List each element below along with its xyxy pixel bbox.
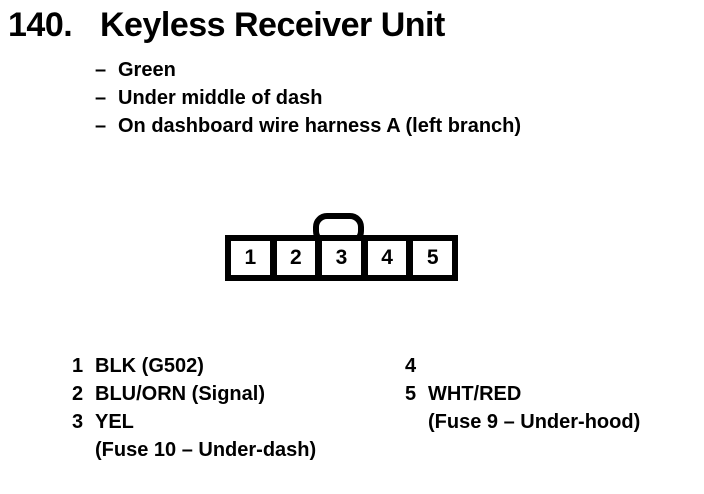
connector-pin-cell-5: 5 [413,241,452,275]
pin-row-3: 3 YEL [72,408,316,436]
dash-bullet: – [95,87,107,109]
detail-item-harness: – On dashboard wire harness A (left bran… [95,112,521,140]
pin-number: 2 [72,383,84,405]
pin-list-left: 1 BLK (G502) 2 BLU/ORN (Signal) 3 YEL (F… [72,352,316,464]
pin-row-4: 4 [405,352,640,380]
pin-label: BLK (G502) [95,355,204,377]
pin-number: 3 [72,411,84,433]
connector-pin-cell-1: 1 [231,241,270,275]
pin-number: 5 [405,383,417,405]
connector-pin-cell-3: 3 [322,241,361,275]
detail-text: On dashboard wire harness A (left branch… [118,115,522,137]
pin-row-1: 1 BLK (G502) [72,352,316,380]
pin-row-5: 5 WHT/RED [405,380,640,408]
pin-label: WHT/RED [428,383,522,405]
detail-item-location: – Under middle of dash [95,84,521,112]
pin-label: YEL [95,411,134,433]
dash-bullet: – [95,115,107,137]
page-title: Keyless Receiver Unit [100,6,445,44]
location-details: – Green – Under middle of dash – On dash… [95,56,521,140]
detail-text: Under middle of dash [118,87,323,109]
pin-number: 4 [405,355,417,377]
dash-bullet: – [95,59,107,81]
connector-pin-cell-4: 4 [367,241,407,275]
pin-5-fuse-note: (Fuse 9 – Under-hood) [428,411,641,433]
detail-item-color: – Green [95,56,521,84]
pin-list-right: 4 5 WHT/RED (Fuse 9 – Under-hood) [405,352,640,436]
pin-number: 1 [72,355,84,377]
connector-diagram: 1 2 3 4 5 [225,235,458,281]
connector-pin-cell-2: 2 [276,241,316,275]
item-number: 140. [8,6,73,44]
pin-3-fuse-note: (Fuse 10 – Under-dash) [95,439,317,461]
pin-row-2: 2 BLU/ORN (Signal) [72,380,316,408]
detail-text: Green [118,59,176,81]
page-heading: 140. Keyless Receiver Unit [8,6,445,45]
pin-label: BLU/ORN (Signal) [95,383,265,405]
